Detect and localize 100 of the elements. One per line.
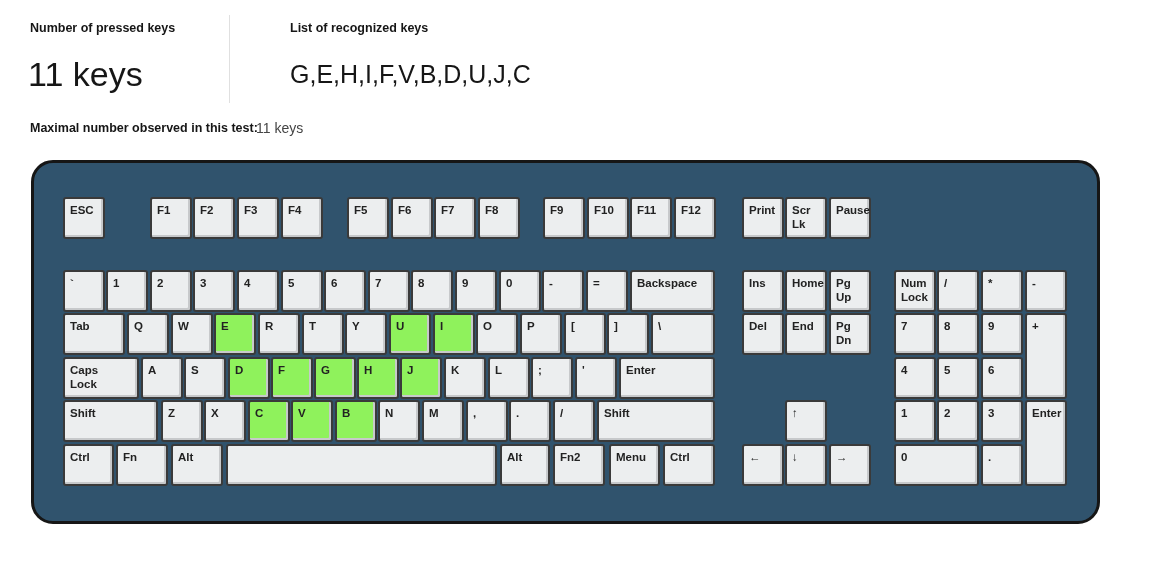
pressed-key: J <box>400 357 442 399</box>
key: Enter <box>1025 400 1067 486</box>
key: Menu <box>609 444 660 486</box>
key: - <box>542 270 584 312</box>
key: 4 <box>894 357 936 399</box>
key: ESC <box>63 197 105 239</box>
key: → <box>829 444 871 486</box>
pressed-key: V <box>291 400 333 442</box>
key: Pg Dn <box>829 313 871 355</box>
key: Backspace <box>630 270 715 312</box>
key: F10 <box>587 197 629 239</box>
key: = <box>586 270 628 312</box>
key: M <box>422 400 464 442</box>
key: F1 <box>150 197 192 239</box>
key: ] <box>607 313 649 355</box>
key: - <box>1025 270 1067 312</box>
key: F6 <box>391 197 433 239</box>
key: ; <box>531 357 573 399</box>
pressed-key: D <box>228 357 270 399</box>
stat-heading: Maximal number observed in this test: <box>30 121 258 135</box>
key: F8 <box>478 197 520 239</box>
key: ↑ <box>785 400 827 442</box>
key: Scr Lk <box>785 197 827 239</box>
key: Del <box>742 313 784 355</box>
stat-heading: List of recognized keys <box>290 21 429 35</box>
key: 5 <box>281 270 323 312</box>
key: / <box>937 270 979 312</box>
key: L <box>488 357 530 399</box>
keyboard-body <box>31 160 1100 524</box>
key: X <box>204 400 246 442</box>
key: 7 <box>368 270 410 312</box>
key: W <box>171 313 213 355</box>
key: 3 <box>981 400 1023 442</box>
pressed-key: I <box>433 313 475 355</box>
key: End <box>785 313 827 355</box>
key: Ins <box>742 270 784 312</box>
key: 5 <box>937 357 979 399</box>
key: Pg Up <box>829 270 871 312</box>
pressed-key: H <box>357 357 399 399</box>
key: . <box>509 400 551 442</box>
key: Print <box>742 197 784 239</box>
key: ↓ <box>785 444 827 486</box>
key: 2 <box>150 270 192 312</box>
key: 1 <box>106 270 148 312</box>
key: 0 <box>499 270 541 312</box>
key: 8 <box>411 270 453 312</box>
key: Caps Lock <box>63 357 139 399</box>
key: S <box>184 357 226 399</box>
pressed-key: C <box>248 400 290 442</box>
pressed-key: E <box>214 313 256 355</box>
key: Ctrl <box>663 444 715 486</box>
key: / <box>553 400 595 442</box>
key: 1 <box>894 400 936 442</box>
key: Shift <box>63 400 158 442</box>
key: Alt <box>171 444 223 486</box>
key: \ <box>651 313 715 355</box>
key: Home <box>785 270 827 312</box>
key-list: G,E,H,I,F,V,B,D,U,J,C <box>290 60 531 89</box>
key: Num Lock <box>894 270 936 312</box>
key: [ <box>564 313 606 355</box>
key: F5 <box>347 197 389 239</box>
key: Tab <box>63 313 125 355</box>
key: F12 <box>674 197 716 239</box>
key: Q <box>127 313 169 355</box>
key: Ctrl <box>63 444 114 486</box>
key: Fn <box>116 444 168 486</box>
key: Alt <box>500 444 550 486</box>
key: 6 <box>324 270 366 312</box>
key: Fn2 <box>553 444 605 486</box>
pressed-key: U <box>389 313 431 355</box>
key: Enter <box>619 357 715 399</box>
pressed-key: F <box>271 357 313 399</box>
key: P <box>520 313 562 355</box>
pressed-key: B <box>335 400 377 442</box>
key: K <box>444 357 486 399</box>
key: 6 <box>981 357 1023 399</box>
stat-heading: Number of pressed keys <box>30 21 176 35</box>
key: F9 <box>543 197 585 239</box>
key: Y <box>345 313 387 355</box>
key: R <box>258 313 300 355</box>
key: 9 <box>981 313 1023 355</box>
key: 9 <box>455 270 497 312</box>
key: O <box>476 313 518 355</box>
stat-value: 11 keys <box>256 120 304 136</box>
key: F3 <box>237 197 279 239</box>
key: A <box>141 357 183 399</box>
key: F11 <box>630 197 672 239</box>
key: 2 <box>937 400 979 442</box>
key: 8 <box>937 313 979 355</box>
key: 4 <box>237 270 279 312</box>
key: 0 <box>894 444 979 486</box>
key: F2 <box>193 197 235 239</box>
key: ' <box>575 357 617 399</box>
stat-value: 11 keys <box>28 55 143 94</box>
key: * <box>981 270 1023 312</box>
key: Z <box>161 400 203 442</box>
pressed-key: G <box>314 357 356 399</box>
key: . <box>981 444 1023 486</box>
key: Shift <box>597 400 715 442</box>
key: F7 <box>434 197 476 239</box>
